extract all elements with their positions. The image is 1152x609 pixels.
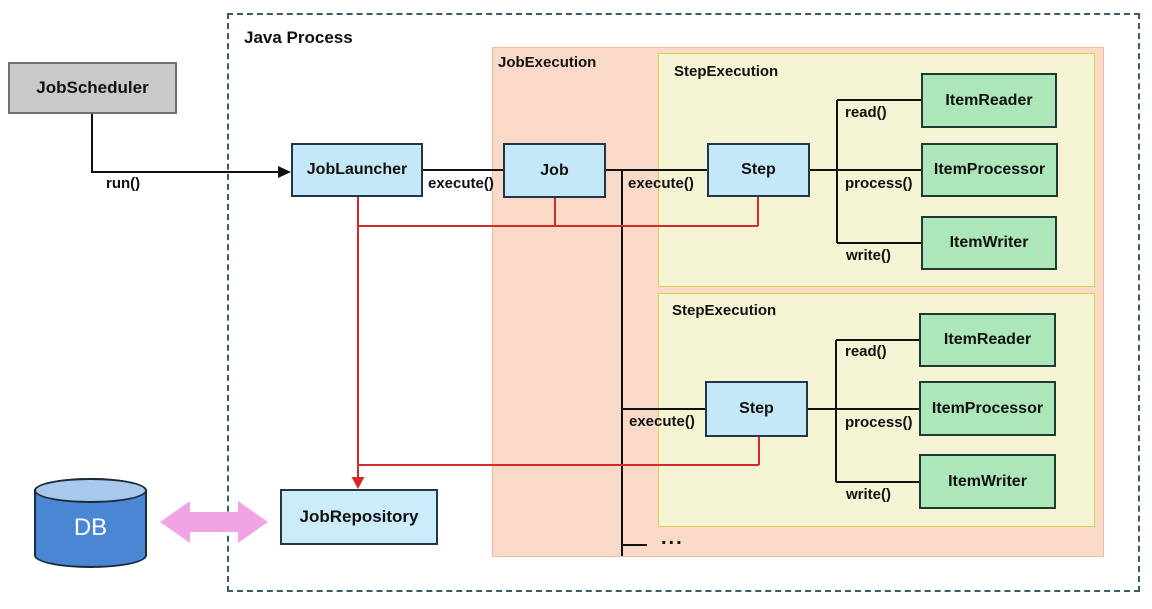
job-box: Job <box>503 143 606 198</box>
item-reader-box-1: ItemReader <box>921 73 1057 128</box>
java-process-label: Java Process <box>244 28 353 47</box>
item-writer-box-1: ItemWriter <box>921 216 1057 270</box>
item-reader-label-1: ItemReader <box>945 91 1033 109</box>
item-reader-box-2: ItemReader <box>919 313 1056 367</box>
item-writer-box-2: ItemWriter <box>919 454 1056 509</box>
job-repository-box: JobRepository <box>280 489 438 545</box>
job-scheduler-box: JobScheduler <box>8 62 177 114</box>
step-execution-label-1: StepExecution <box>674 63 779 80</box>
run-call-label: run() <box>106 175 141 192</box>
job-launcher-box: JobLauncher <box>291 143 423 197</box>
process-call-label-1: process() <box>845 175 913 192</box>
java-process-container <box>227 13 1140 592</box>
item-processor-box-2: ItemProcessor <box>919 381 1056 436</box>
item-reader-label-2: ItemReader <box>943 331 1032 348</box>
item-processor-label-2: ItemProcessor <box>931 399 1044 417</box>
job-repository-label: JobRepository <box>299 507 419 526</box>
more-steps-ellipsis: ... <box>661 527 684 549</box>
write-call-label-1: write() <box>846 247 891 264</box>
item-processor-label-1: ItemProcessor <box>933 161 1046 178</box>
step-label-2: Step <box>739 400 774 417</box>
step-label-1: Step <box>741 161 776 178</box>
read-call-label-1: read() <box>845 104 887 121</box>
database-cylinder-top <box>34 478 147 503</box>
step-execution-label-2: StepExecution <box>672 302 777 319</box>
job-launcher-label: JobLauncher <box>306 161 408 178</box>
execute-step2-call-label: execute() <box>629 413 695 430</box>
step-box-2: Step <box>705 381 808 437</box>
job-scheduler-label: JobScheduler <box>36 78 149 97</box>
step-box-1: Step <box>707 143 810 197</box>
item-writer-label-1: ItemWriter <box>949 234 1029 251</box>
read-call-label-2: read() <box>845 343 887 360</box>
write-call-label-2: write() <box>846 486 891 503</box>
execute-job-call-label: execute() <box>428 175 494 192</box>
item-writer-label-2: ItemWriter <box>948 472 1027 490</box>
job-execution-label: JobExecution <box>498 54 597 71</box>
execute-step1-call-label: execute() <box>628 175 694 192</box>
database-label: DB <box>73 514 108 541</box>
item-processor-box-1: ItemProcessor <box>921 143 1058 197</box>
process-call-label-2: process() <box>845 414 913 431</box>
job-label: Job <box>540 161 569 179</box>
